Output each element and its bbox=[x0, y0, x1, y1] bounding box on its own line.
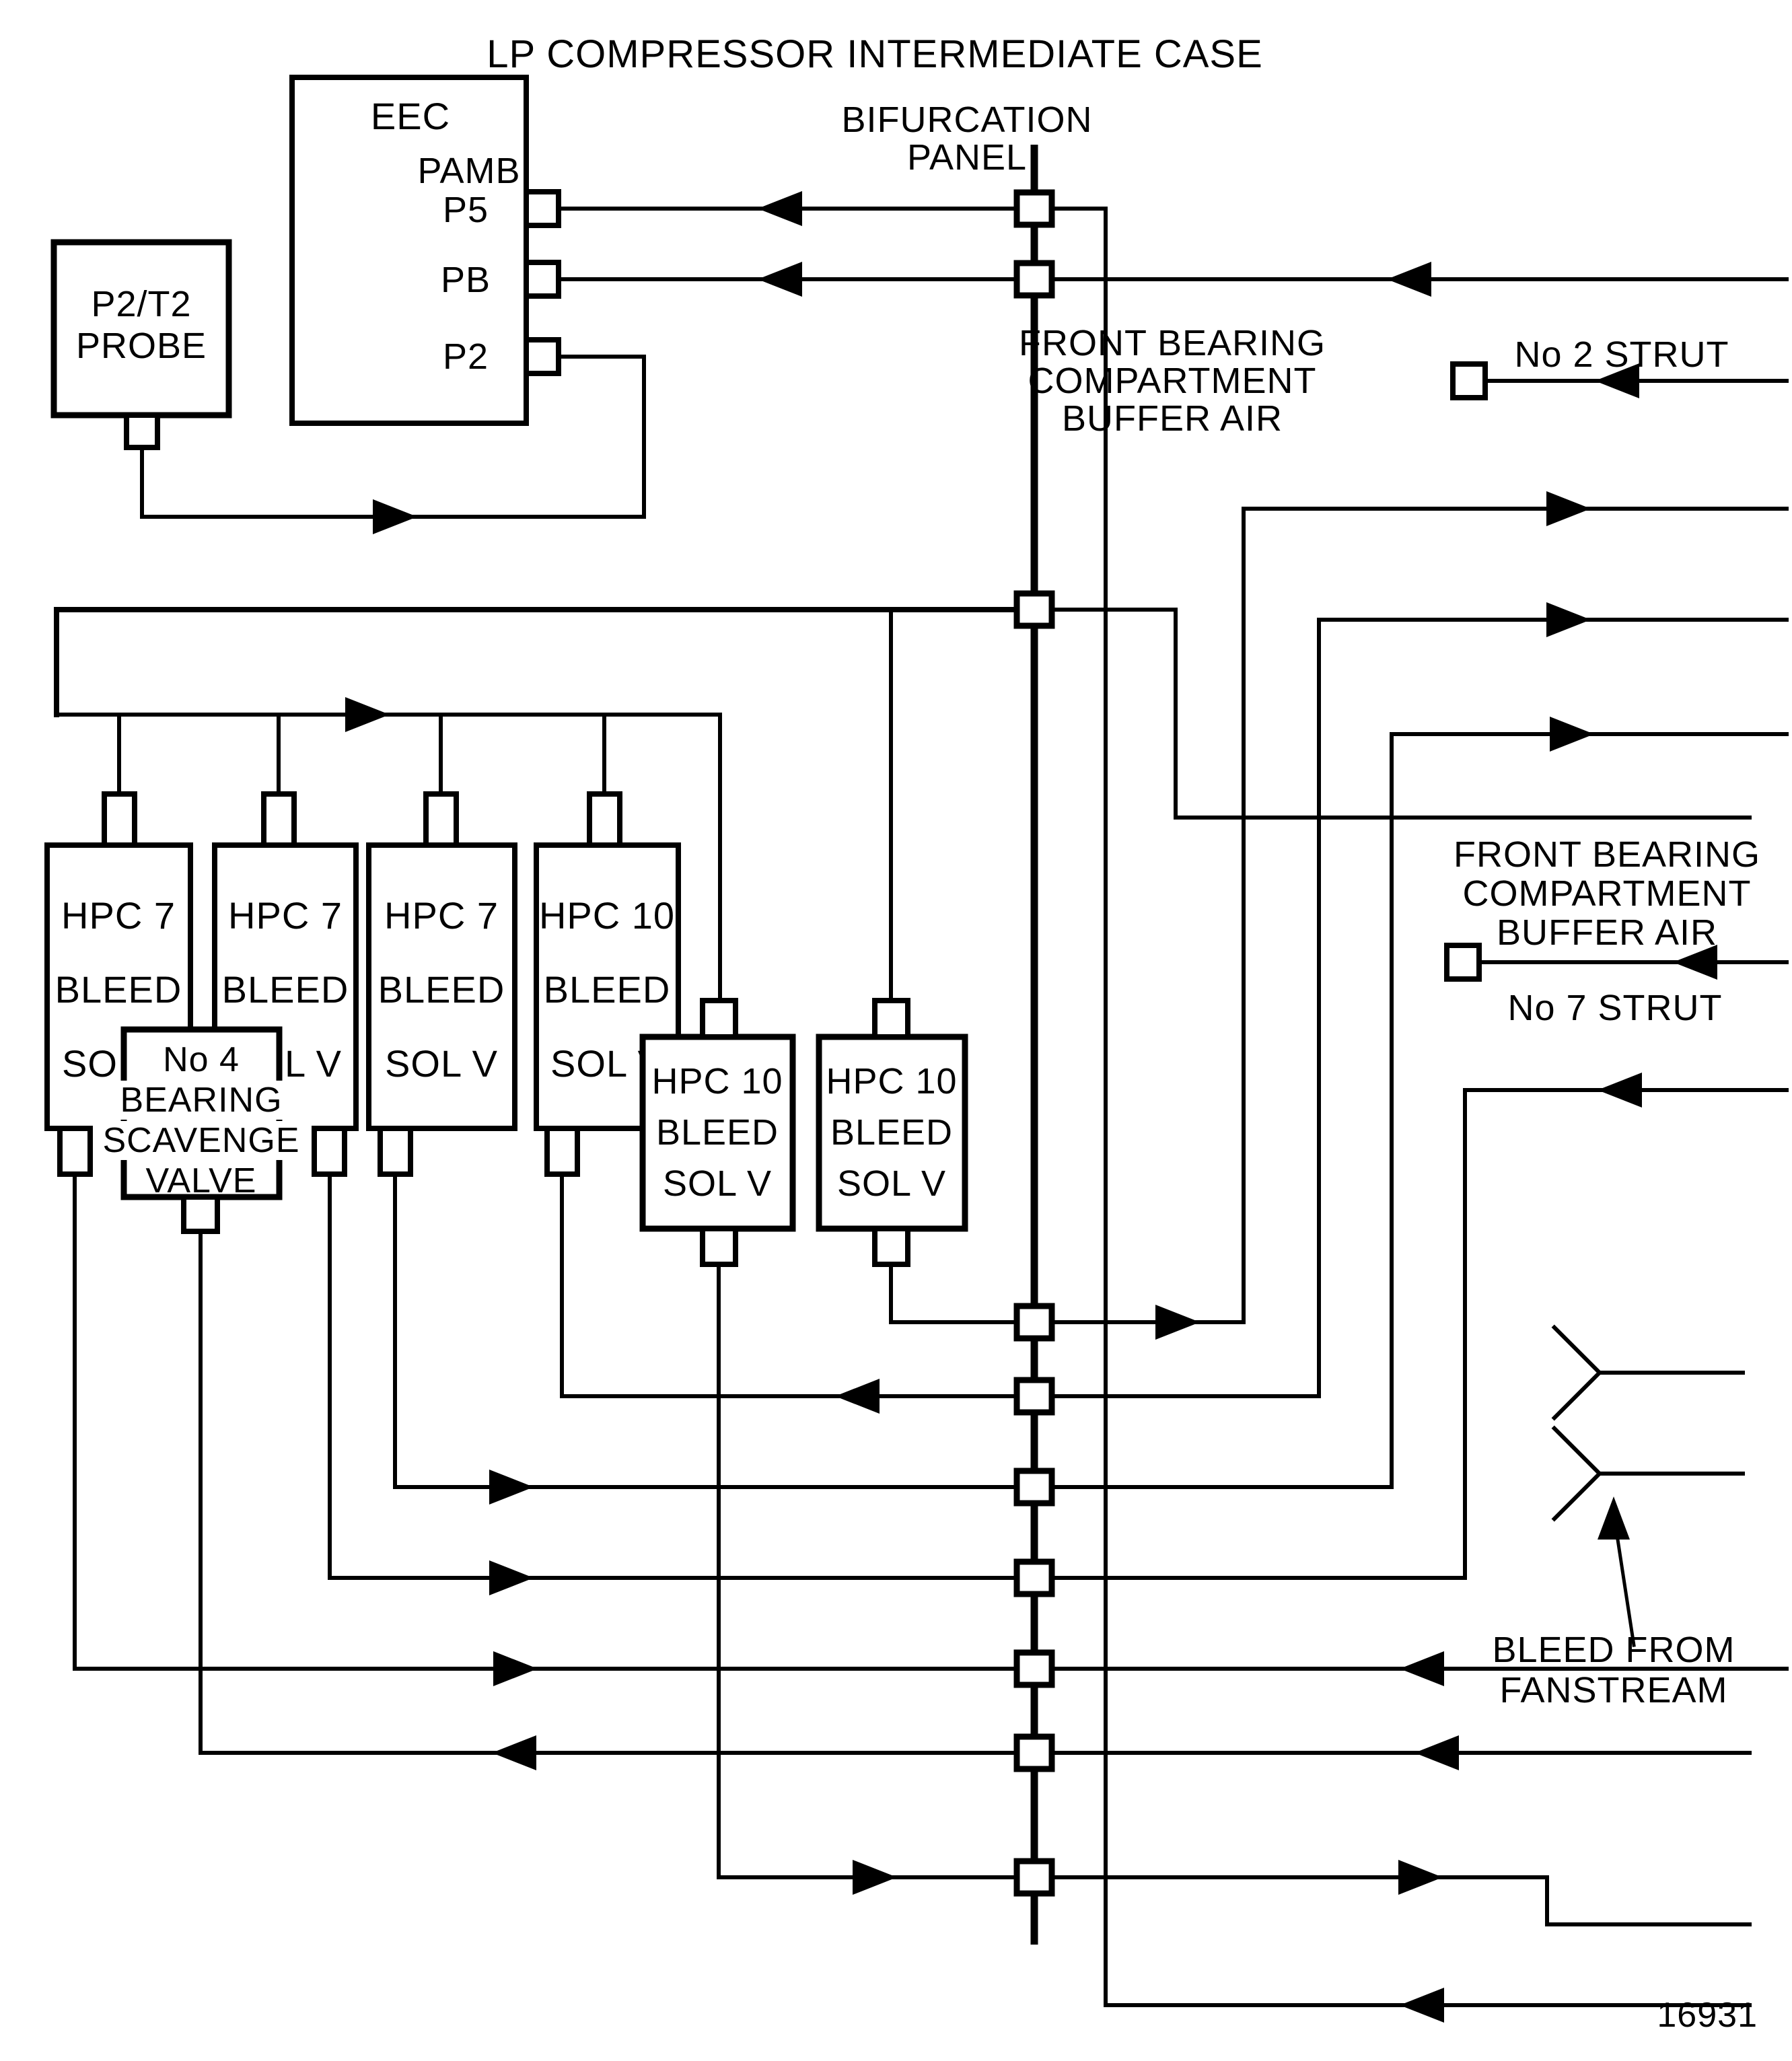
pipe-s3-right bbox=[1050, 608, 1752, 820]
valve4-top-port bbox=[587, 791, 622, 848]
flow-arrow-left bbox=[758, 191, 802, 226]
pb-label: PB bbox=[441, 260, 491, 300]
flow-arrow-left bbox=[1595, 363, 1639, 398]
flow-arrow-right bbox=[1398, 1860, 1443, 1895]
flow-arrow-left bbox=[1400, 1988, 1444, 2023]
panel-conn-s5 bbox=[1013, 1377, 1055, 1416]
panel-conn-s3 bbox=[1013, 590, 1055, 629]
pipe-fanstream-pointer bbox=[1613, 1520, 1636, 1647]
flow-arrow-left bbox=[1387, 262, 1431, 297]
panel-conn-p5 bbox=[1013, 189, 1055, 228]
p5-label: P5 bbox=[443, 190, 489, 230]
panel-conn-pb bbox=[1013, 260, 1055, 299]
panel-conn-s7 bbox=[1013, 1558, 1055, 1597]
hpc10b-bottom-port bbox=[872, 1226, 910, 1267]
pipe-no4-out bbox=[199, 1229, 1019, 1755]
pipe-hpc10b-out bbox=[889, 1262, 1019, 1324]
panel-conn-s6 bbox=[1013, 1468, 1055, 1507]
panel-conn-s10 bbox=[1013, 1858, 1055, 1897]
pipe-p5-extension bbox=[1050, 207, 1752, 2007]
no4-bottom-port bbox=[181, 1194, 220, 1234]
eec-p5-port bbox=[524, 189, 561, 228]
valve1-bottom-port bbox=[57, 1126, 93, 1177]
valve2-top-port bbox=[261, 791, 297, 848]
eec-label: EEC bbox=[371, 95, 450, 137]
flow-arrow-right bbox=[853, 1860, 897, 1895]
eec-pb-port bbox=[524, 260, 561, 299]
figure-title: LP COMPRESSOR INTERMEDIATE CASE bbox=[487, 32, 1263, 76]
valve4-bottom-port bbox=[544, 1126, 580, 1177]
flow-arrow-right bbox=[345, 697, 390, 732]
panel-conn-s9 bbox=[1013, 1733, 1055, 1772]
no7-strut-label: No 7 STRUT bbox=[1507, 988, 1722, 1028]
probe-port bbox=[124, 412, 160, 450]
pipe-s4-exit bbox=[1050, 507, 1789, 1324]
eec-box bbox=[289, 75, 529, 426]
pipe-p2-probe-line bbox=[140, 355, 646, 519]
fanstream-fork-1-icon bbox=[1551, 1324, 1603, 1421]
flow-arrow-right bbox=[1546, 602, 1591, 637]
panel-conn-s4 bbox=[1013, 1303, 1055, 1342]
flow-arrow-right bbox=[1546, 491, 1591, 526]
flow-arrow-up bbox=[1598, 1496, 1630, 1540]
no7-strut-port bbox=[1444, 943, 1482, 982]
flow-arrow-left bbox=[758, 262, 802, 297]
valve3-bottom-port bbox=[378, 1126, 413, 1177]
flow-arrow-left bbox=[1673, 945, 1717, 980]
flow-arrow-right bbox=[373, 499, 417, 534]
hpc10b-top-port bbox=[872, 998, 910, 1040]
valve1-top-port bbox=[102, 791, 137, 848]
flow-arrow-right bbox=[489, 1470, 534, 1505]
pipe-valve3-out bbox=[393, 1172, 1019, 1489]
no2-strut-label: No 2 STRUT bbox=[1514, 334, 1729, 375]
fanstream-fork-2-icon bbox=[1551, 1425, 1603, 1522]
no2-strut-port bbox=[1450, 361, 1488, 400]
hpc7-sol-valve-3-box bbox=[366, 842, 517, 1131]
flow-arrow-left bbox=[1414, 1735, 1459, 1770]
pamb-label: PAMB bbox=[417, 151, 520, 191]
flow-arrow-left bbox=[1598, 1073, 1642, 1108]
pipe-valve1-out bbox=[73, 1172, 1019, 1671]
figure-number: 16931 bbox=[1657, 1996, 1758, 2035]
flow-arrow-left bbox=[1400, 1651, 1444, 1686]
p2-label: P2 bbox=[443, 336, 489, 377]
valve3-top-port bbox=[423, 791, 459, 848]
p2t2-probe-box bbox=[50, 239, 232, 419]
flow-arrow-right bbox=[1550, 717, 1594, 752]
pipe-s10-exit bbox=[1050, 1875, 1752, 1926]
flow-arrow-right bbox=[1155, 1305, 1200, 1340]
no4-bearing-scavenge-valve-box-text-underlay-0 bbox=[100, 1081, 303, 1120]
pipe-s3-left-main bbox=[54, 607, 1019, 717]
flow-arrow-left bbox=[492, 1735, 536, 1770]
hpc10a-top-port bbox=[700, 998, 738, 1040]
pipe-valve2-out bbox=[328, 1172, 1019, 1580]
flow-arrow-right bbox=[489, 1560, 534, 1595]
flow-arrow-right bbox=[493, 1651, 538, 1686]
panel-conn-s8 bbox=[1013, 1649, 1055, 1688]
valve2-bottom-port bbox=[312, 1126, 347, 1177]
hpc10a-bottom-port bbox=[700, 1226, 738, 1267]
no4-bearing-scavenge-valve-box-text-underlay-1 bbox=[87, 1121, 315, 1160]
eec-p2-port bbox=[524, 337, 561, 376]
flow-arrow-left bbox=[835, 1379, 880, 1414]
pipe-hpc10a-out bbox=[717, 1262, 1019, 1879]
